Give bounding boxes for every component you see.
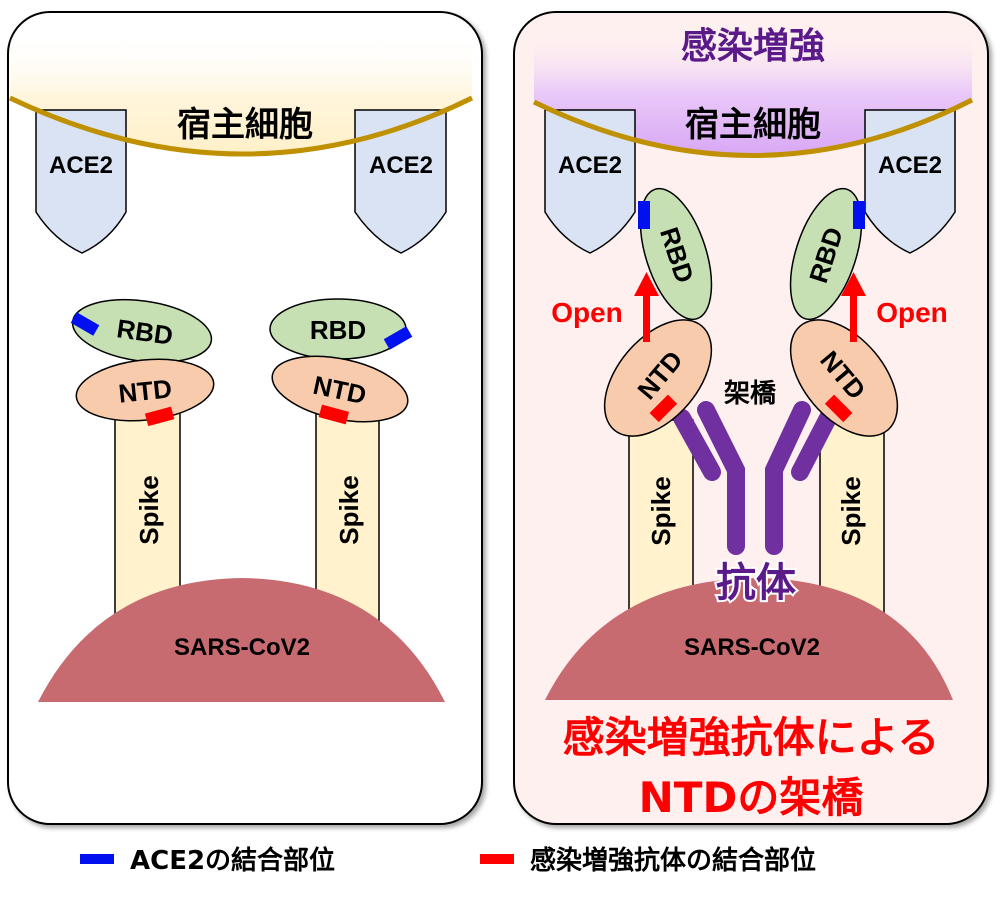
- ace2-receptor: [864, 109, 956, 254]
- ntd-label: NTD: [117, 373, 173, 408]
- rbd-domain: [639, 187, 713, 321]
- legend-swatch-blue: [80, 853, 114, 864]
- antibody-label: 抗体: [716, 560, 796, 606]
- open-arrow-icon: [841, 272, 866, 342]
- ace2-label: ACE2: [369, 152, 433, 179]
- virus-label: SARS-CoV2: [174, 634, 310, 661]
- antibody-heavy-chain: [765, 401, 811, 555]
- rbd-label: RBD: [310, 315, 366, 345]
- ace2-label: ACE2: [878, 152, 942, 179]
- ntd-domain: [603, 319, 713, 437]
- antibody-light-chain: [673, 409, 721, 481]
- ace2-binding-site: [70, 312, 100, 336]
- caption-line-1: 感染増強抗体による: [563, 713, 940, 762]
- antibody-binding-site: [824, 394, 853, 423]
- right-panel: 感染増強 宿主細胞 ACE2 ACE2 Spike Spike SARS-CoV…: [513, 11, 989, 825]
- ace2-binding-site: [853, 201, 865, 229]
- legend-label: ACE2の結合部位: [130, 846, 336, 876]
- antibody-binding-site: [318, 404, 350, 425]
- virus-label: SARS-CoV2: [684, 634, 820, 661]
- ace2-receptor: [354, 109, 447, 254]
- enhancement-title: 感染増強: [681, 26, 825, 67]
- legend-label: 感染増強抗体の結合部位: [530, 846, 817, 876]
- ace2-receptor: [35, 109, 127, 254]
- antibody-light-chain: [791, 409, 837, 481]
- host-cell-membrane-line: [8, 95, 474, 157]
- spike-label: Spike: [646, 476, 676, 545]
- host-cell-label: 宿主細胞: [177, 105, 313, 145]
- virus-particle: [38, 578, 445, 702]
- spike-label: Spike: [134, 475, 164, 544]
- left-panel: 宿主細胞 ACE2 ACE2 Spike Spike SARS-CoV2 RBD…: [7, 11, 483, 825]
- open-label: Open: [876, 297, 948, 328]
- antibody-heavy-chain: [697, 401, 745, 555]
- legend-swatch-red: [480, 853, 514, 864]
- ace2-binding-site: [638, 201, 650, 229]
- legend-item-ace2-site: ACE2の結合部位: [80, 840, 335, 877]
- host-cell-membrane-line: [532, 97, 974, 158]
- caption-line-2: NTDの架橋: [639, 773, 864, 822]
- ace2-label: ACE2: [49, 152, 113, 179]
- antibody: [673, 401, 837, 555]
- antibody-binding-site: [649, 394, 678, 423]
- legend: ACE2の結合部位 感染増強抗体の結合部位: [0, 840, 1008, 880]
- ace2-label: ACE2: [558, 152, 622, 179]
- open-arrow-icon: [634, 272, 659, 342]
- crosslink-label: 架橋: [724, 379, 777, 409]
- antibody-binding-site: [144, 406, 175, 427]
- spike-label: Spike: [334, 475, 364, 544]
- rbd-domain: [789, 187, 863, 321]
- host-cell-membrane: [534, 30, 972, 155]
- virus-particle: [545, 578, 953, 700]
- open-label: Open: [551, 297, 623, 328]
- ace2-receptor: [544, 109, 636, 254]
- legend-item-antibody-site: 感染増強抗体の結合部位: [480, 840, 816, 877]
- spike-label: Spike: [836, 476, 866, 545]
- ntd-domain: [789, 319, 899, 437]
- host-cell-label: 宿主細胞: [685, 105, 821, 145]
- ace2-binding-site: [383, 326, 413, 350]
